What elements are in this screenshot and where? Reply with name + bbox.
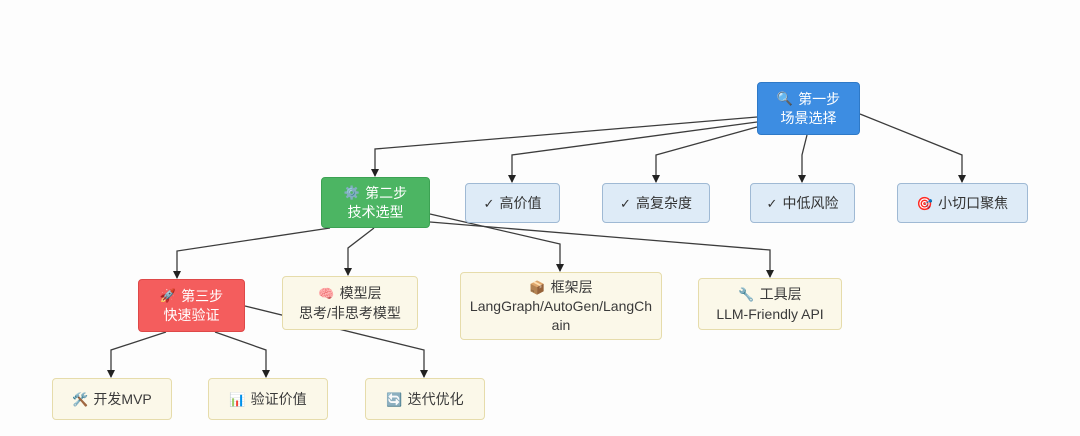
node-title-row: 🔧工具层 — [738, 285, 801, 303]
check-icon: ✓ — [483, 195, 495, 211]
node-subtitle: LangGraph/AutoGen/LangChain — [469, 298, 653, 333]
edge-step2-to-tool-layer — [429, 221, 774, 278]
node-title-row: 🚀第三步 — [160, 287, 223, 305]
node-title: 迭代优化 — [407, 390, 464, 407]
node-iterate-optimize[interactable]: 🔄迭代优化 — [365, 378, 485, 420]
node-title: 框架层 — [550, 279, 593, 296]
rocket-icon: 🚀 — [159, 288, 177, 304]
node-title-row: 🔄迭代优化 — [386, 390, 463, 408]
node-title: 第二步 — [365, 184, 408, 201]
node-step3[interactable]: 🚀第三步快速验证 — [138, 279, 245, 332]
magnifier-icon: 🔍 — [776, 91, 794, 107]
node-title: 工具层 — [759, 286, 802, 303]
node-title: 第三步 — [181, 287, 224, 304]
check-icon: ✓ — [766, 195, 778, 211]
node-title: 小切口聚焦 — [938, 194, 1009, 211]
check-icon: ✓ — [620, 195, 631, 211]
node-step2[interactable]: ⚙️第二步技术选型 — [321, 177, 430, 228]
edge-step2-to-framework-layer — [429, 213, 564, 272]
node-title-row: ✓高价值 — [484, 194, 542, 212]
gear-icon: ⚙️ — [343, 185, 361, 201]
node-title: 中低风险 — [782, 194, 839, 211]
node-subtitle: 场景选择 — [780, 110, 837, 126]
edge-step3-to-validate-value — [214, 331, 270, 378]
edge-step2-to-step3 — [173, 227, 331, 279]
node-mid-low-risk[interactable]: ✓中低风险 — [750, 183, 855, 223]
node-title: 高价值 — [499, 194, 542, 211]
node-title-row: 🛠️开发MVP — [72, 390, 152, 408]
node-subtitle: 技术选型 — [347, 204, 404, 220]
node-step1[interactable]: 🔍第一步场景选择 — [757, 82, 860, 135]
node-title-row: 📦框架层 — [529, 278, 592, 296]
node-high-complexity[interactable]: ✓高复杂度 — [602, 183, 710, 223]
node-title-row: 🔍第一步 — [777, 90, 840, 108]
node-title-row: ⚙️第二步 — [344, 184, 407, 202]
edge-step3-to-dev-mvp — [107, 331, 167, 378]
edge-step2-to-model-layer — [344, 227, 375, 276]
node-dev-mvp[interactable]: 🛠️开发MVP — [52, 378, 172, 420]
edge-step1-to-mid-low-risk — [798, 134, 808, 183]
node-tool-layer[interactable]: 🔧工具层 LLM-Friendly API — [698, 278, 842, 330]
node-subtitle: LLM-Friendly API — [716, 305, 824, 322]
node-small-focus[interactable]: 🎯小切口聚焦 — [897, 183, 1028, 223]
node-high-value[interactable]: ✓高价值 — [465, 183, 560, 223]
node-title: 第一步 — [798, 90, 841, 107]
brain-icon: 🧠 — [318, 285, 335, 301]
node-model-layer[interactable]: 🧠模型层思考/非思考模型 — [282, 276, 418, 330]
node-framework-layer[interactable]: 📦框架层 LangGraph/AutoGen/LangChain — [460, 272, 662, 340]
node-subtitle: 思考/非思考模型 — [299, 304, 401, 321]
target-icon: 🎯 — [916, 195, 934, 211]
wrench-icon: 🔧 — [738, 286, 755, 302]
node-validate-value[interactable]: 📊验证价值 — [208, 378, 328, 420]
node-title: 模型层 — [339, 285, 382, 302]
node-title: 高复杂度 — [635, 194, 692, 211]
edge-step1-to-small-focus — [859, 113, 966, 183]
node-subtitle: 快速验证 — [163, 307, 220, 323]
edge-step1-to-high-value — [508, 121, 758, 183]
edge-step1-to-step2 — [371, 116, 758, 177]
package-icon: 📦 — [529, 279, 546, 295]
bar-chart-icon: 📊 — [229, 391, 246, 407]
node-title-row: ✓中低风险 — [767, 194, 839, 212]
node-title: 开发MVP — [93, 390, 152, 407]
node-title-row: 🧠模型层 — [318, 284, 381, 302]
node-title: 验证价值 — [250, 390, 307, 407]
edge-step1-to-high-complexity — [652, 126, 758, 183]
cycle-icon: 🔄 — [386, 391, 403, 407]
node-title-row: 📊验证价值 — [229, 390, 306, 408]
node-title-row: 🎯小切口聚焦 — [917, 194, 1008, 212]
node-title-row: ✓高复杂度 — [620, 194, 692, 212]
hammer-wrench-icon: 🛠️ — [72, 391, 89, 407]
